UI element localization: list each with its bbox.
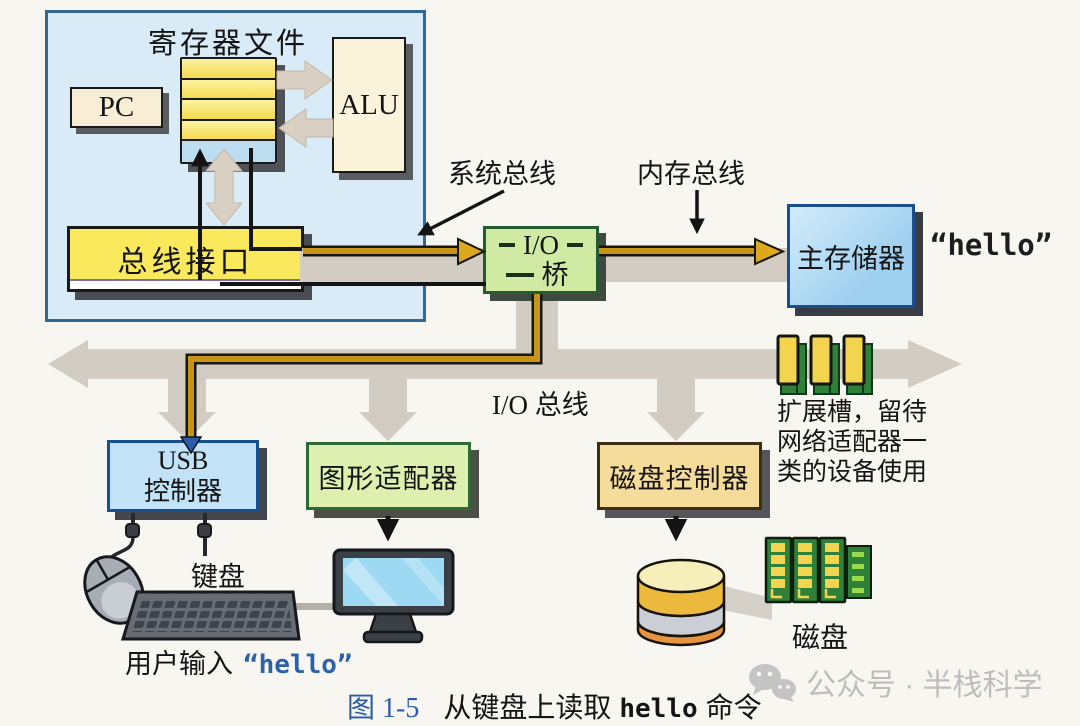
user-input-hello: “hello” <box>243 650 353 680</box>
bus-stub <box>567 243 583 247</box>
monitor-icon <box>332 548 455 644</box>
bridge-drop-band <box>516 288 558 352</box>
io-bridge-box: I/O 桥 <box>483 226 599 294</box>
expansion-slots-icon <box>776 334 873 395</box>
caption-code-word: hello <box>619 694 698 724</box>
keyboard-icon <box>120 590 301 641</box>
disk-modules-icon <box>764 536 872 604</box>
io-bus-label: I/O 总线 <box>492 390 589 420</box>
disk-cylinder-icon <box>636 558 726 647</box>
wechat-icon <box>749 664 796 702</box>
disk-module-side-pcb <box>846 545 872 599</box>
gold-arrowhead-memory <box>754 237 786 266</box>
watermark-text: 公众号 · 半栈科学 <box>806 669 1043 702</box>
bus-stub <box>505 273 534 277</box>
memory-bus-label: 内存总线 <box>637 159 745 189</box>
watermark: 公众号 · 半栈科学 <box>746 660 1043 704</box>
expansion-slot-note: 扩展槽，留待 网络适配器一 类的设备使用 <box>777 399 928 486</box>
pc-box: PC <box>70 87 163 128</box>
bus-interface-box: 总线接口 <box>67 226 304 292</box>
caption-text-after: 命令 <box>705 693 762 724</box>
keyboard-monitor-cable <box>292 603 338 610</box>
disk-controller-box: 磁盘控制器 <box>597 442 762 510</box>
mouse-cable-connector <box>125 523 140 538</box>
figure-number: 图 1-5 <box>347 693 420 724</box>
figure-caption: 图 1-5 从键盘上读取 hello 命令 <box>347 686 762 726</box>
register-row-bottom <box>180 139 277 164</box>
register-row <box>180 98 277 121</box>
bus-stub <box>499 243 515 247</box>
register-row <box>180 57 277 80</box>
iobus-drop-arrow-usb <box>158 379 216 441</box>
register-file-stack <box>180 57 277 164</box>
mouse-icon <box>83 555 145 625</box>
iobus-drop-arrow-disk <box>647 379 705 441</box>
main-memory-box: 主存储器 <box>787 204 915 308</box>
disk-label: 磁盘 <box>792 623 849 654</box>
io-bridge-line2: 桥 <box>505 260 577 290</box>
io-bus-band <box>48 340 962 388</box>
bus-interface-label: 总线接口 <box>117 246 254 279</box>
memory-hello-text: “hello” <box>930 228 1053 262</box>
graphics-adapter-box: 图形适配器 <box>306 442 471 510</box>
system-bus-label: 系统总线 <box>448 159 556 189</box>
iobus-drop-arrow-graphics <box>359 379 417 441</box>
caption-text-before: 从键盘上读取 <box>443 693 612 724</box>
gold-arrowhead-bridge <box>457 237 487 266</box>
bus-interface-strip <box>70 279 301 289</box>
keyboard-cable-connector <box>197 523 212 538</box>
register-file-title: 寄存器文件 <box>148 28 309 60</box>
io-bridge-line1: I/O <box>499 230 583 260</box>
alu-box: ALU <box>332 37 406 173</box>
user-input-caption: 用户输入 “hello” <box>125 649 353 680</box>
keyboard-label: 键盘 <box>191 562 245 592</box>
disk-to-cards-connector <box>712 583 772 620</box>
usb-controller-box: USB 控制器 <box>107 440 259 512</box>
